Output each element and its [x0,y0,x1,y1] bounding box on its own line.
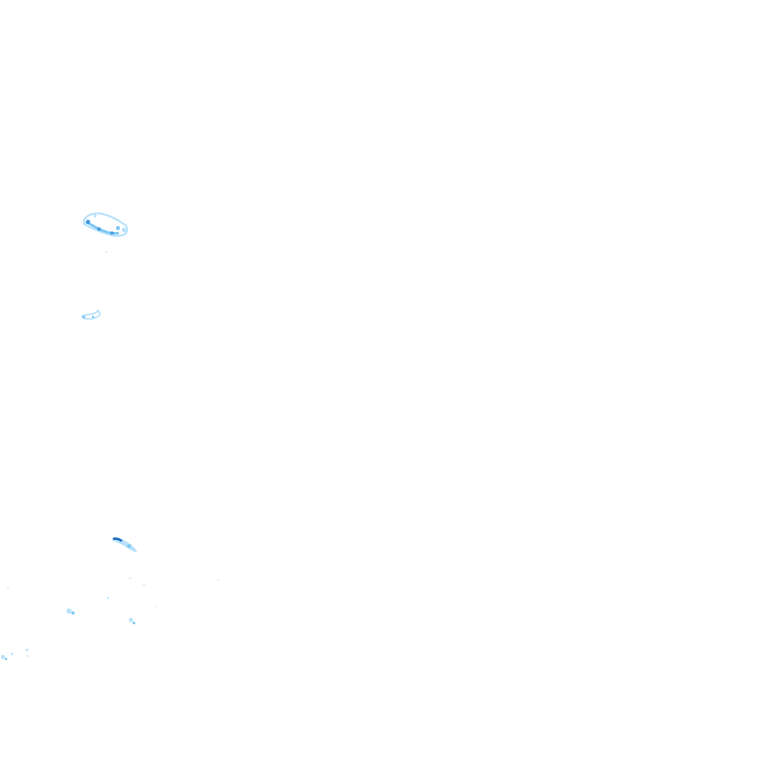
precip-cell-b [81,309,101,320]
precip-cell-c [112,537,137,552]
precip-cell-a [83,212,129,253]
precip-scattered [1,577,219,661]
